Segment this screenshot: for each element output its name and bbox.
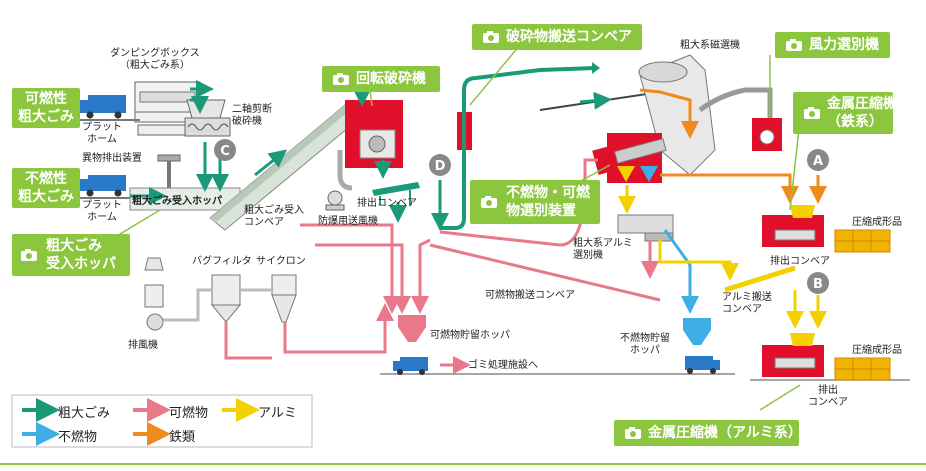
camera-icon: [786, 39, 802, 51]
box-crushed-conveyor: 破砕物搬送コンベア: [472, 24, 642, 50]
legend-frame: [11, 394, 313, 448]
label-discharge-conveyor-2: 排出コンベア: [770, 256, 830, 267]
box-wind-separator: 風力選別機: [775, 32, 890, 58]
legend-item-aluminum: アルミ: [258, 406, 297, 421]
label-exhaust-fan: 排風機: [128, 340, 158, 351]
legend-item-combustible: 可燃物: [169, 406, 209, 421]
bag-filter: [210, 274, 242, 323]
sorting-device-machine: [592, 133, 667, 183]
combustible-hopper: [398, 315, 426, 342]
label-coarse-magnet: 粗大系磁選機: [680, 40, 740, 51]
foreign-object-device: [157, 154, 181, 190]
cyclone: [271, 274, 297, 323]
iron-flow-arrows: [639, 88, 827, 204]
noncombustible-truck: [685, 356, 720, 374]
svg-text:A: A: [813, 154, 823, 169]
label-blower: 防爆用送風機: [318, 216, 378, 227]
metal-press-aluminum-machine: [762, 333, 891, 381]
label-noncombustible-hopper: 不燃物貯留 ホッパ: [620, 333, 670, 356]
label-discharge-conveyor-3: 排出 コンベア: [808, 385, 848, 408]
label-platform-1: プラット ホーム: [82, 122, 122, 145]
label-coarse-aluminum: 粗大系アルミ 選別機: [573, 238, 633, 261]
marker-d: D: [429, 154, 451, 176]
box-rotary-crusher: 回転破砕機: [322, 66, 440, 92]
coarse-aluminum-separator: [617, 214, 674, 242]
marker-b: B: [807, 272, 829, 294]
legend-item-iron: 鉄類: [169, 430, 196, 445]
leader-lines: [109, 44, 801, 411]
bottom-divider: [0, 463, 926, 465]
garbage-truck: [393, 357, 428, 375]
label-combustible-conveyor: 可燃物搬送コンベア: [485, 290, 575, 301]
label-shredder: 二軸剪断 破砕機: [232, 104, 272, 127]
legend-item-noncombustible: 不燃物: [58, 430, 98, 445]
upper-conveyor: [539, 91, 661, 111]
metal-press-iron-machine: [762, 205, 891, 253]
marker-c: C: [214, 139, 236, 161]
box-metal-press-aluminum: 金属圧縮機（アルミ系）: [614, 420, 802, 446]
camera-icon: [804, 107, 820, 119]
label-compressed-1: 圧縮成形品: [852, 217, 902, 228]
wind-separator-machine: [698, 87, 782, 151]
combustible-conveyor-line: [429, 243, 661, 302]
camera-icon: [483, 31, 499, 43]
label-combustible-hopper: 可燃物貯留ホッパ: [430, 330, 510, 341]
noncombustible-hopper: [683, 318, 711, 345]
legend-item-bulky: 粗大ごみ: [58, 406, 111, 421]
label-discharge-conveyor-1: 排出コンベア: [357, 198, 417, 209]
noncombustible-flow: [663, 229, 699, 314]
svg-text:C: C: [220, 144, 230, 159]
label-cyclone: サイクロン: [256, 256, 306, 267]
label-foreign-device: 異物排出装置: [82, 153, 142, 164]
truck-2: [80, 175, 126, 197]
aluminum-transfer-conveyor: [724, 265, 796, 293]
label-compressed-2: 圧縮成形品: [852, 345, 902, 356]
box-bulky-hopper: 粗大ごみ 受入ホッパ: [12, 234, 130, 276]
legend-swatches: [22, 398, 260, 446]
marker-a: A: [807, 149, 829, 171]
exhaust-duct: [163, 288, 212, 322]
camera-icon: [625, 427, 641, 439]
discharge-conveyor-1: [372, 182, 420, 205]
aluminum-flow-arrows: [618, 185, 827, 329]
camera-icon: [481, 196, 497, 208]
box-flammable-bulky: 可燃性 粗大ごみ: [12, 88, 80, 128]
twin-shaft-shredder: [184, 99, 231, 137]
svg-text:D: D: [435, 159, 446, 174]
rotary-crusher-machine: [345, 100, 403, 168]
label-platform-2: プラット ホーム: [82, 200, 122, 223]
exhaust-fan: [144, 257, 164, 331]
box-nonflammable-bulky: 不燃性 粗大ごみ: [12, 168, 80, 208]
camera-icon: [21, 249, 37, 261]
label-dumping-box: ダンピングボックス （粗大ごみ系）: [110, 48, 200, 71]
svg-text:B: B: [813, 277, 823, 292]
label-garbage-facility: ゴミ処理施設へ: [468, 360, 538, 371]
crushed-conveyor-arrow: [592, 62, 600, 74]
label-bag-filter: バグフィルタ: [192, 256, 252, 267]
label-receiving-conveyor: 粗大ごみ受入 コンベア: [244, 205, 304, 228]
camera-icon: [333, 73, 349, 85]
explosion-proof-blower: [325, 150, 353, 211]
label-receiving-hopper: 粗大ごみ受入ホッパ: [132, 196, 222, 207]
box-metal-press-iron: 金属圧縮機 （鉄系）: [793, 92, 897, 134]
box-sorting-device: 不燃物・可燃 物選別装置: [470, 180, 600, 224]
crushed-conveyor-path: [440, 66, 596, 230]
label-aluminum-conveyor: アルミ搬送 コンベア: [722, 292, 772, 315]
truck-1: [80, 95, 126, 119]
